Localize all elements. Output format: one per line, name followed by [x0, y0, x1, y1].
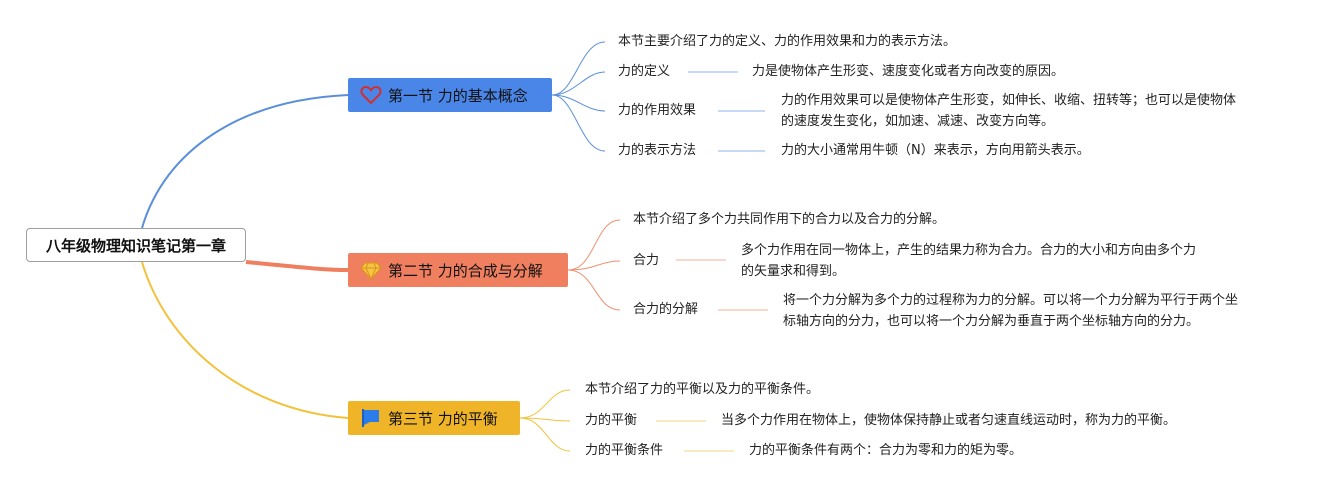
section3-desc-1: 当多个力作用在物体上，使物体保持静止或者匀速直线运动时，称为力的平衡。	[721, 413, 1177, 428]
section3-summary: 本节介绍了力的平衡以及力的平衡条件。	[585, 382, 820, 397]
root-to-section3-line	[141, 261, 349, 419]
section1-desc-1: 力是使物体产生形变、速度变化或者方向改变的原因。	[752, 64, 1065, 79]
section2-title: 第二节 力的合成与分解	[388, 261, 543, 280]
section1-title: 第一节 力的基本概念	[388, 86, 528, 105]
section2-term-1: 合力	[633, 253, 660, 268]
root-to-section1-line	[141, 94, 349, 229]
diamond-icon	[360, 260, 382, 280]
section3-term-2: 力的平衡条件	[585, 443, 664, 458]
section2-summary: 本节介绍了多个力共同作用下的合力以及合力的分解。	[633, 212, 946, 227]
section1-term-1: 力的定义	[618, 64, 671, 79]
section1-summary: 本节主要介绍了力的定义、力的作用效果和力的表示方法。	[618, 34, 957, 49]
section2-desc-1-line2: 的矢量求和得到。	[741, 264, 846, 279]
section2-desc-2-line2: 标轴方向的分力，也可以将一个力分解为垂直于两个坐标轴方向的分力。	[783, 314, 1200, 329]
heart-icon	[360, 85, 382, 105]
section1-desc-2-line2: 的速度发生变化，如加速、减速、改变方向等。	[781, 114, 1055, 129]
section2-desc-2-line1: 将一个力分解为多个力的过程称为力的分解。可以将一个力分解为平行于两个坐	[783, 293, 1239, 308]
section1-node[interactable]: 第一节 力的基本概念	[348, 78, 552, 112]
section3-title: 第三节 力的平衡	[388, 409, 498, 428]
section1-desc-2-line1: 力的作用效果可以是使物体产生形变，如伸长、收缩、扭转等；也可以是使物体	[781, 93, 1237, 108]
section2-node[interactable]: 第二节 力的合成与分解	[348, 253, 568, 287]
section3-desc-2: 力的平衡条件有两个：合力为零和力的矩为零。	[749, 443, 1023, 458]
section3-node[interactable]: 第三节 力的平衡	[348, 401, 520, 435]
root-label: 八年级物理知识笔记第一章	[45, 236, 226, 255]
section1-desc-3: 力的大小通常用牛顿（N）来表示，方向用箭头表示。	[781, 143, 1090, 158]
section1-term-2: 力的作用效果	[618, 103, 697, 118]
section2-term-2: 合力的分解	[633, 302, 699, 317]
section1-term-3: 力的表示方法	[618, 143, 697, 158]
flag-icon	[360, 408, 382, 428]
section2-desc-1-line1: 多个力作用在同一物体上，产生的结果力称为合力。合力的大小和方向由多个力	[741, 243, 1197, 258]
root-node[interactable]: 八年级物理知识笔记第一章	[26, 228, 246, 262]
section3-term-1: 力的平衡	[585, 413, 638, 428]
root-to-section2-line	[245, 260, 349, 272]
